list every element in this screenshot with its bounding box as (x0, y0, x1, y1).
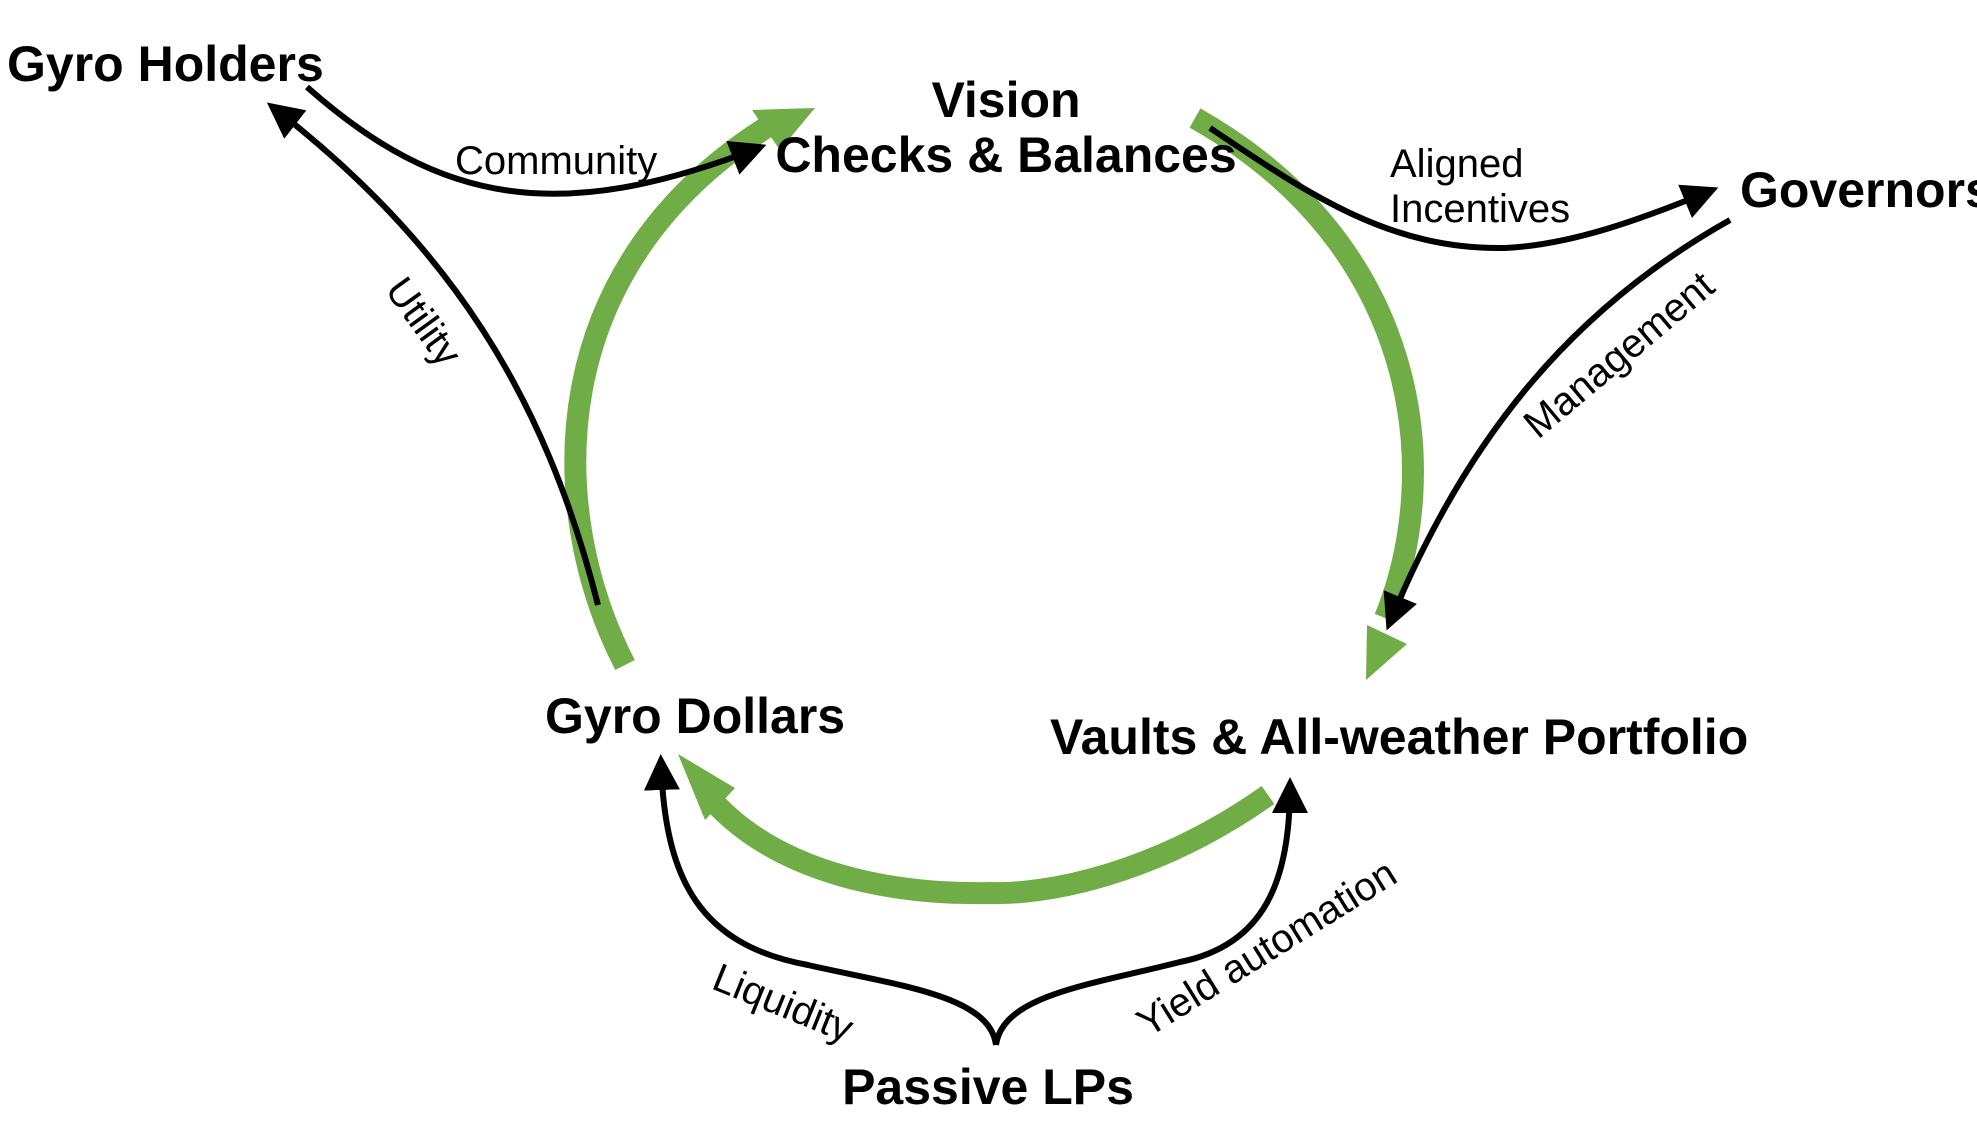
cycle-arrowhead-dollars (678, 754, 735, 820)
node-vaults-portfolio: Vaults & All-weather Portfolio (1050, 709, 1748, 765)
cycle-arrowhead-vision (752, 108, 815, 150)
cycle-arc-vaults-to-dollars (703, 786, 1275, 905)
cycle-arc-vision-to-vaults (1189, 108, 1424, 623)
label-yield-automation: Yield automation (1129, 851, 1404, 1045)
label-utility: Utility (377, 269, 470, 374)
arrow-community (305, 84, 767, 197)
arrow-liquidity (643, 754, 999, 1046)
cycle-arcs (564, 108, 1424, 905)
edge-labels: Community Aligned Incentives Utility Man… (377, 139, 1723, 1051)
label-community: Community (455, 139, 657, 183)
node-vision-title: Vision (931, 72, 1080, 128)
node-gyro-dollars: Gyro Dollars (545, 688, 845, 744)
arrow-aligned-incentives (1208, 125, 1719, 252)
cycle-arrowhead-vaults (1366, 625, 1407, 680)
label-aligned: Aligned (1390, 142, 1523, 186)
label-management: Management (1516, 263, 1723, 447)
node-labels: Gyro Holders Vision Checks & Balances Go… (7, 36, 1977, 1115)
node-gyro-holders: Gyro Holders (7, 36, 324, 92)
flow-arrows (266, 84, 1732, 1046)
node-passive-lps: Passive LPs (842, 1059, 1134, 1115)
cycle-arc-dollars-to-vision (564, 112, 781, 671)
node-checks-balances: Checks & Balances (775, 127, 1236, 183)
arrow-yield-automation (993, 777, 1308, 1046)
label-incentives: Incentives (1390, 187, 1570, 231)
node-governors: Governors (1740, 162, 1977, 218)
arrow-management (1383, 217, 1732, 631)
arrow-utility (266, 102, 601, 606)
